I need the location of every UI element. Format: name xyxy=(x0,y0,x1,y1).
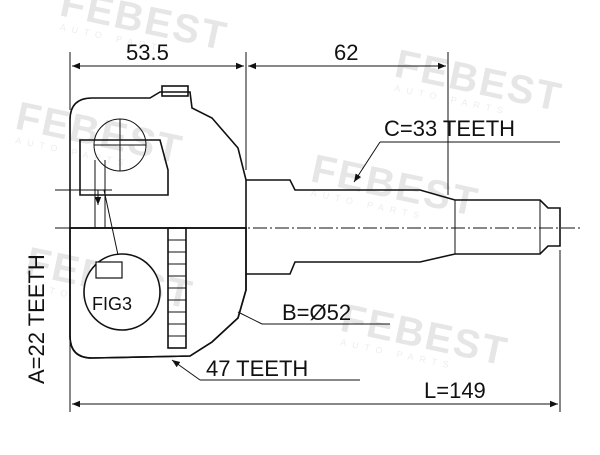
diameter-b-callout: B=Ø52 xyxy=(237,300,390,325)
shaft-stem xyxy=(246,179,561,275)
abs-ring-callout: 47 TEETH xyxy=(171,356,360,381)
spline-a-callout: A=22 TEETH xyxy=(24,189,112,384)
total-length-text: L=149 xyxy=(424,378,486,403)
abs-ring xyxy=(167,227,187,349)
abs-ring-text: 47 TEETH xyxy=(206,356,308,381)
dim-62-text: 62 xyxy=(334,40,358,65)
diameter-b-text: B=Ø52 xyxy=(282,300,351,325)
dim-53-5-text: 53.5 xyxy=(126,40,169,65)
spline-c-text: C=33 TEETH xyxy=(384,116,515,141)
inner-cage xyxy=(79,118,169,228)
dimension-53-5: 53.5 xyxy=(69,40,247,170)
fig3-label: FIG3 xyxy=(92,294,132,314)
fig3-callout: FIG3 xyxy=(83,189,161,331)
spline-c-callout: C=33 TEETH xyxy=(353,116,560,183)
dimension-total-length: L=149 xyxy=(69,250,561,412)
dimension-62: 62 xyxy=(248,40,449,195)
spline-a-text: A=22 TEETH xyxy=(24,254,49,384)
